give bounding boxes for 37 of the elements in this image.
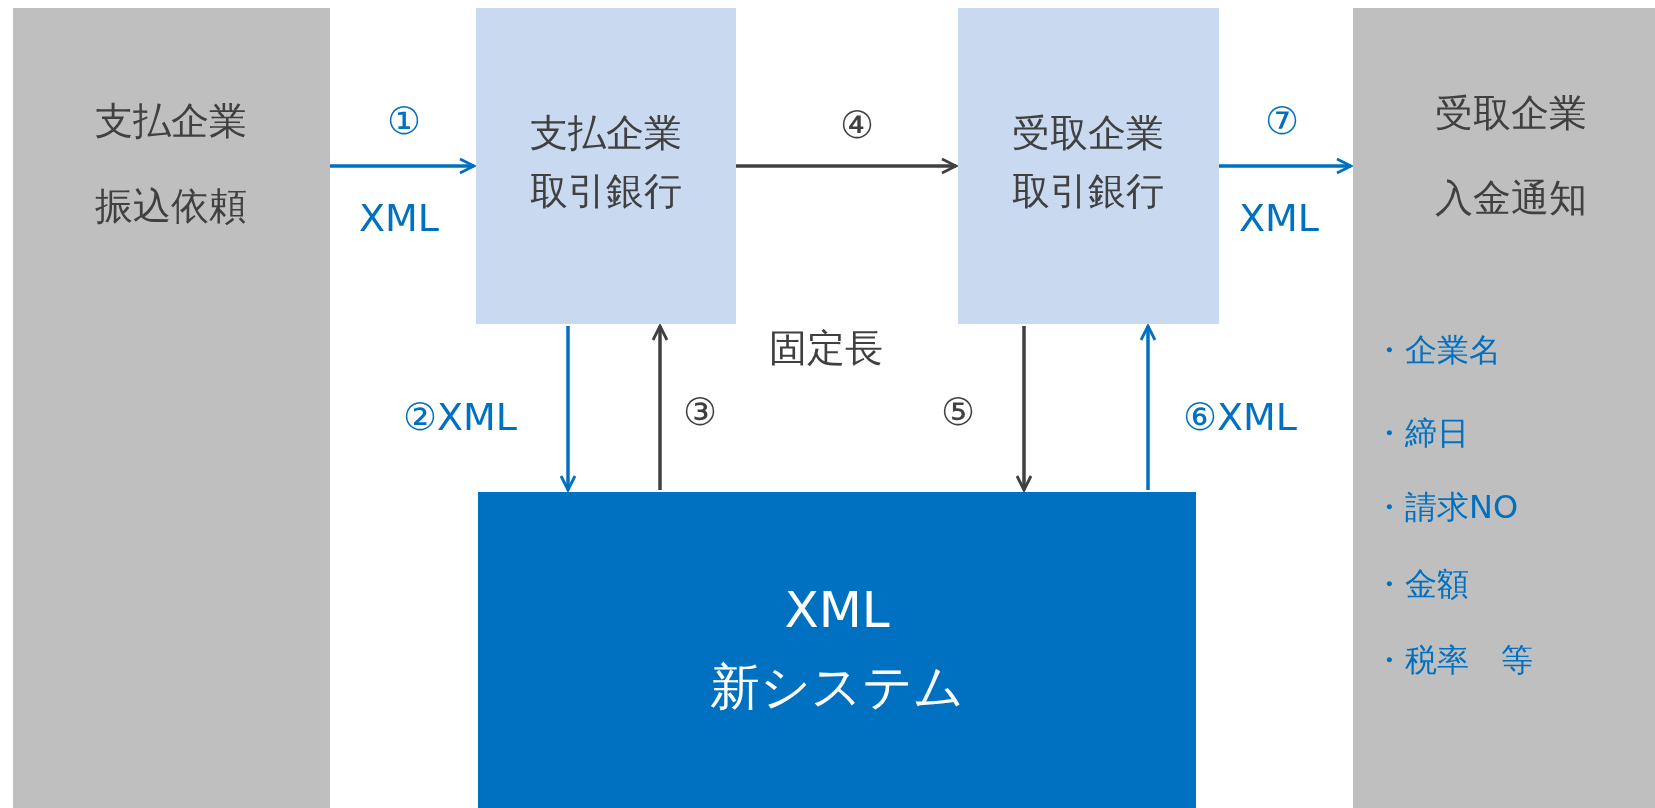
edge-label: ③ <box>682 393 718 431</box>
box-title: 取引銀行 <box>1012 172 1164 210</box>
edge-label: ④ <box>839 106 875 144</box>
list-item: ・企業名 <box>1373 334 1501 366</box>
arrow <box>1219 157 1353 175</box>
box-title: 受取企業 <box>1012 114 1164 152</box>
arrow <box>1015 326 1033 492</box>
system-title: XML <box>784 585 890 635</box>
edge-label: ②XML <box>402 398 518 436</box>
arrow <box>651 324 669 490</box>
company-panel <box>1353 8 1655 808</box>
list-item: ・金額 <box>1373 568 1469 600</box>
edge-label: ⑤ <box>940 393 976 431</box>
list-item: ・締日 <box>1373 417 1469 449</box>
box-title: 支払企業 <box>530 114 682 152</box>
system-title: 新システム <box>710 662 964 712</box>
panel-heading: 受取企業 <box>1435 94 1587 132</box>
arrow <box>330 157 476 175</box>
system-box <box>478 492 1196 808</box>
arrow <box>559 326 577 492</box>
company-panel <box>13 8 330 808</box>
edge-label: ⑦ <box>1264 102 1300 140</box>
bank-box <box>958 8 1219 324</box>
bank-box <box>476 8 736 324</box>
arrow <box>736 157 958 175</box>
list-item: ・税率 等 <box>1373 644 1533 676</box>
text-label: XML <box>1239 199 1319 237</box>
text-label: XML <box>359 199 439 237</box>
edge-label: ⑥XML <box>1182 398 1298 436</box>
box-title: 取引銀行 <box>530 172 682 210</box>
text-label: 固定長 <box>769 329 883 367</box>
list-item: ・請求NO <box>1373 491 1519 523</box>
panel-heading: 支払企業 <box>95 102 247 140</box>
panel-heading: 振込依頼 <box>95 187 247 225</box>
edge-label: ① <box>386 102 422 140</box>
panel-heading: 入金通知 <box>1435 179 1587 217</box>
arrow <box>1139 324 1157 490</box>
